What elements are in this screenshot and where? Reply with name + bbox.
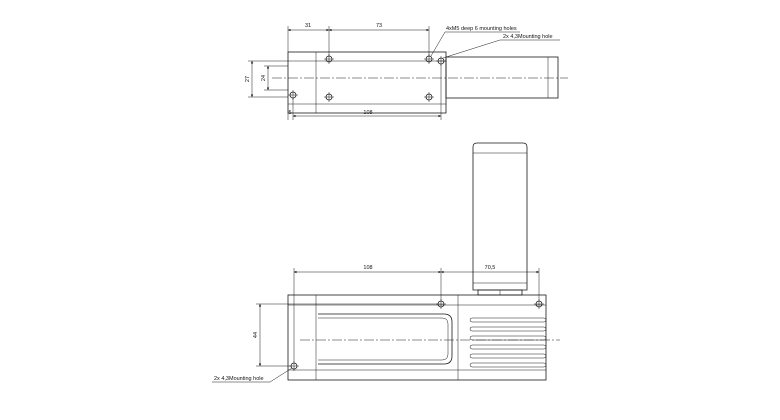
front-view: 108 70,5 44 2x 4,3Mounting hole [212,142,560,383]
dimension-5: 5 [288,110,291,116]
dimension-31: 31 [305,23,311,29]
top-view-shaft [445,56,559,99]
dimension-70-5: 70,5 [485,265,496,271]
top-view: 31 73 27 24 5 108 4xM5 deep 6 mounting h… [245,23,568,120]
callout-m5-holes: 4xM5 deep 6 mounting holes [446,26,517,32]
mounting-hole [534,299,544,309]
dimension-73: 73 [376,23,382,29]
cooling-fins [469,317,547,368]
callout-mounting-hole-front: 2x 4,3Mounting hole [214,376,264,382]
mounting-hole [424,92,434,102]
dimension-27: 27 [245,76,251,82]
guide-slot [318,313,453,365]
dimension-24: 24 [261,75,267,81]
dimension-108: 108 [363,110,372,116]
dimension-44: 44 [253,332,259,338]
callout-mounting-hole-top: 2x 4,3Mounting hole [503,34,553,40]
dimension-108-front: 108 [363,265,372,271]
mounting-hole [324,92,334,102]
